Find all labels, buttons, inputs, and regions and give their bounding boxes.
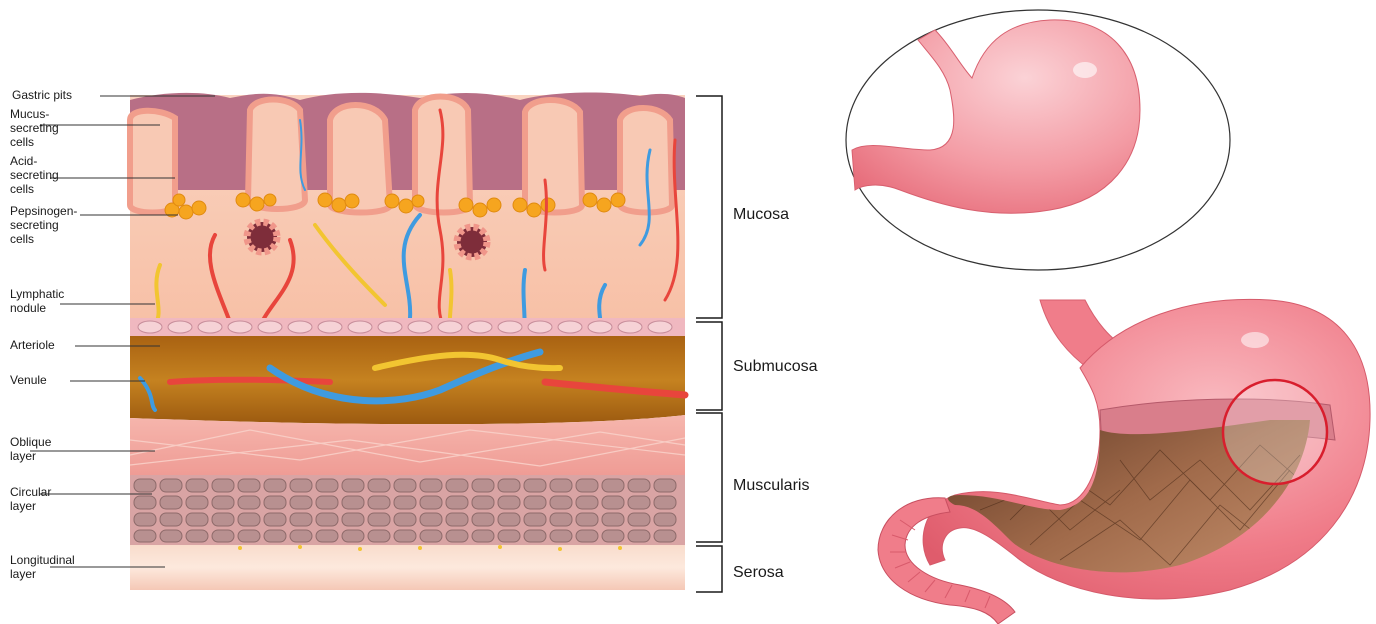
bracket-serosa bbox=[696, 546, 722, 592]
wall-cross-section bbox=[130, 93, 685, 590]
label-pepsinogen-secreting-cells: Pepsinogen- secreting cells bbox=[10, 204, 81, 246]
region-label-mucosa: Mucosa bbox=[733, 206, 789, 223]
stomach-cutaway-illustration bbox=[878, 299, 1370, 624]
gastric-pit-surface bbox=[130, 93, 685, 190]
region-labels: Mucosa Submucosa Muscularis Serosa bbox=[733, 206, 818, 581]
bracket-submucosa bbox=[696, 322, 722, 410]
region-label-muscularis: Muscularis bbox=[733, 477, 809, 494]
stomach-shine bbox=[1073, 62, 1097, 78]
region-brackets bbox=[696, 96, 722, 592]
label-circular-layer: Circular layer bbox=[10, 485, 55, 513]
bracket-mucosa bbox=[696, 96, 722, 318]
stomach-overview-inset bbox=[846, 10, 1230, 270]
label-acid-secreting-cells: Acid- secreting cells bbox=[10, 154, 62, 196]
region-label-submucosa: Submucosa bbox=[733, 358, 818, 375]
label-venule: Venule bbox=[10, 373, 47, 387]
label-lymphatic-nodule: Lymphatic nodule bbox=[10, 287, 68, 315]
stomach-body-shine bbox=[1241, 332, 1269, 348]
detail-highlight-circle bbox=[1223, 380, 1327, 484]
label-arteriole: Arteriole bbox=[10, 338, 55, 352]
label-mucus-secreting-cells: Mucus- secreting cells bbox=[10, 107, 62, 149]
region-label-serosa: Serosa bbox=[733, 564, 784, 581]
bracket-muscularis bbox=[696, 413, 722, 542]
serosa-layer bbox=[130, 545, 685, 590]
label-gastric-pits: Gastric pits bbox=[12, 88, 72, 102]
label-oblique-layer: Oblique layer bbox=[10, 435, 55, 463]
